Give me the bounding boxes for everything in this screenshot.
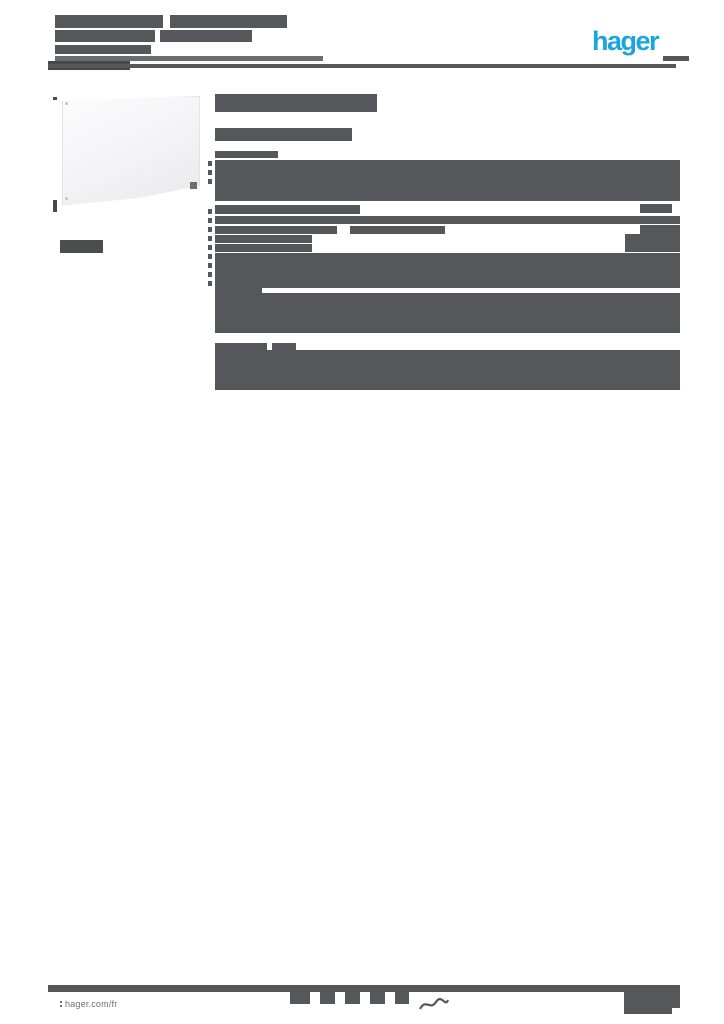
spec-row-2 xyxy=(215,216,680,224)
list-bullet xyxy=(208,161,212,166)
spec-row-4-left xyxy=(215,235,312,243)
footer-bar xyxy=(48,985,680,992)
spec-row-3-left xyxy=(215,226,337,234)
list-bullet xyxy=(208,236,212,241)
list-bullet xyxy=(208,209,212,214)
title-line-1b xyxy=(170,15,287,28)
list-bullet xyxy=(208,218,212,223)
certification-mark-icon-5 xyxy=(395,992,409,1004)
spec-block-3 xyxy=(215,350,680,390)
spec-row-5-left xyxy=(215,244,312,252)
list-bullet xyxy=(208,254,212,259)
list-bullet xyxy=(208,263,212,268)
product-image xyxy=(62,96,200,208)
certification-mark-icon-4 xyxy=(370,992,385,1004)
certification-mark-icon-3 xyxy=(345,992,360,1004)
list-bullet xyxy=(208,245,212,250)
screw-icon xyxy=(65,102,68,105)
spec-footnote-label xyxy=(215,343,267,350)
enclosure-panel xyxy=(62,96,200,206)
list-bullet xyxy=(208,170,212,175)
title-line-2b xyxy=(160,30,252,42)
hager-logo: hager xyxy=(592,26,692,58)
list-bullet xyxy=(208,272,212,277)
spec-row-4-value xyxy=(625,234,680,243)
list-bullet xyxy=(208,179,212,184)
title-line-3 xyxy=(55,45,151,54)
screw-icon xyxy=(65,197,68,200)
spec-row-1-value xyxy=(640,204,672,213)
lock-icon xyxy=(190,182,197,189)
section-heading-bar xyxy=(215,128,352,141)
spec-row-3-mid xyxy=(350,226,445,234)
spec-row-3-value xyxy=(640,225,680,234)
spec-intro-label xyxy=(215,151,278,158)
spec-block-1-tail xyxy=(215,288,262,293)
hager-dots-icon xyxy=(60,1001,62,1007)
dim-tick-top xyxy=(53,97,57,100)
reference-badge xyxy=(60,240,103,253)
dim-tick-bottom xyxy=(53,200,57,212)
title-line-4 xyxy=(55,56,323,61)
footer-right-block-1 xyxy=(624,992,680,1008)
spec-block-2 xyxy=(215,293,680,333)
spec-footnote-label-2 xyxy=(272,343,296,350)
footer-website-box: hager.com/fr xyxy=(56,992,168,1016)
header-rule xyxy=(48,64,676,68)
footer-website-link[interactable]: hager.com/fr xyxy=(65,999,118,1009)
list-bullet xyxy=(208,281,212,286)
title-line-2a xyxy=(55,30,155,42)
certification-mark-icon-2 xyxy=(320,992,335,1004)
spec-row-1 xyxy=(215,205,360,214)
list-bullet xyxy=(208,227,212,232)
product-title-bar xyxy=(215,94,377,112)
spec-row-5-value xyxy=(625,243,680,252)
spec-block-1 xyxy=(215,253,680,288)
logo-baseline-mark xyxy=(663,56,689,61)
footer-right-block-2 xyxy=(624,1008,672,1014)
signature-mark-icon xyxy=(419,997,450,1010)
certification-mark-icon-1 xyxy=(290,992,310,1004)
title-line-1a xyxy=(55,15,163,28)
description-block xyxy=(215,160,680,201)
hager-logo-text: hager xyxy=(592,26,660,56)
